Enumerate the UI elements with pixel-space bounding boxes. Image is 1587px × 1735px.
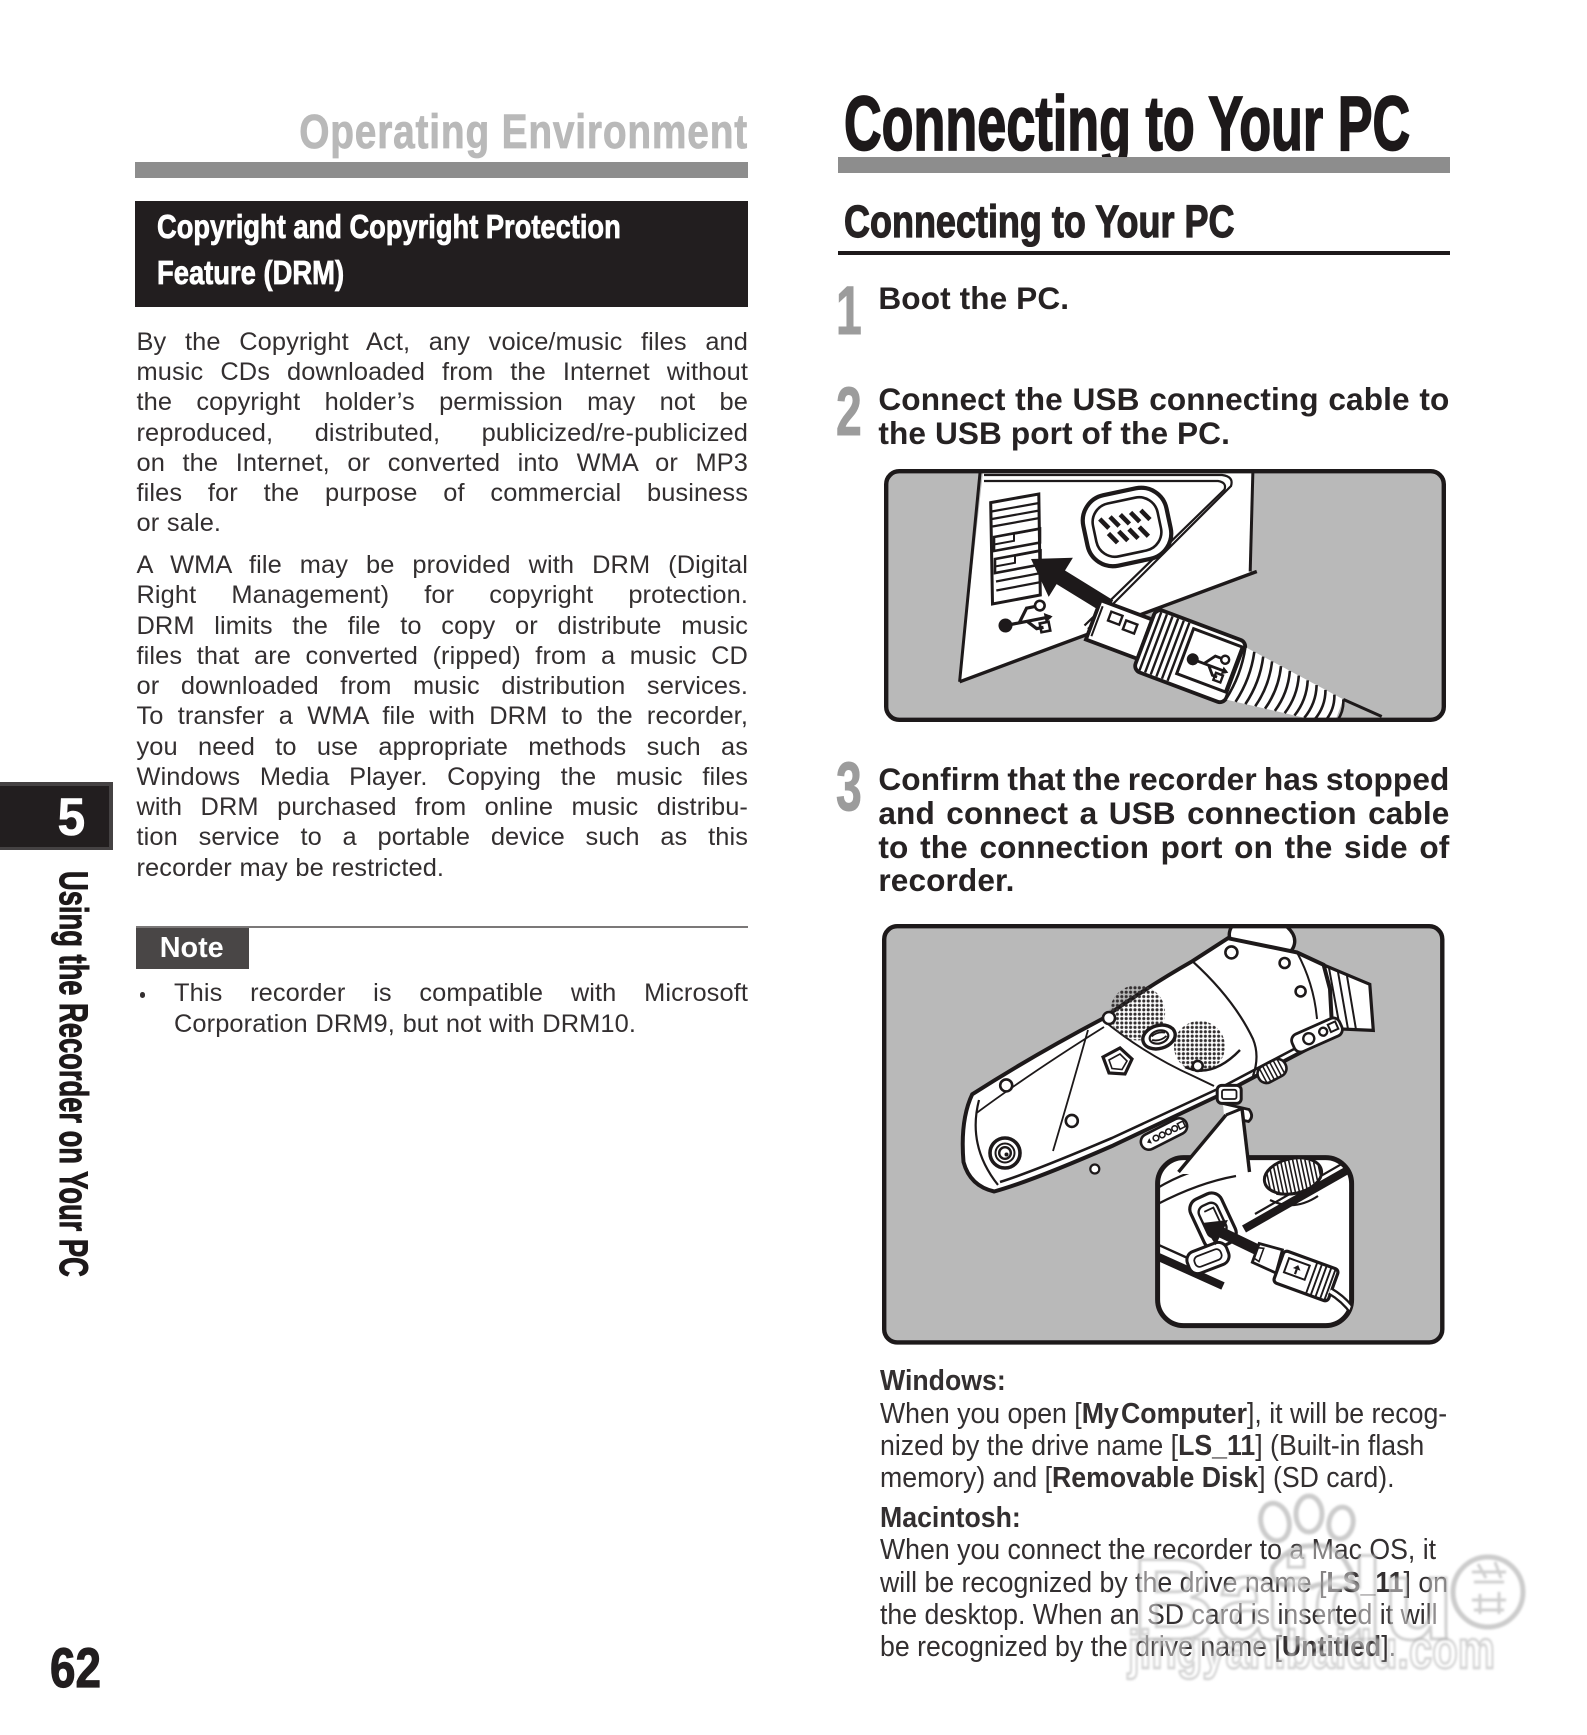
svg-text:jingyan.baidu.com: jingyan.baidu.com (1127, 1620, 1495, 1680)
svg-text:Baidu: Baidu (1132, 1536, 1454, 1664)
